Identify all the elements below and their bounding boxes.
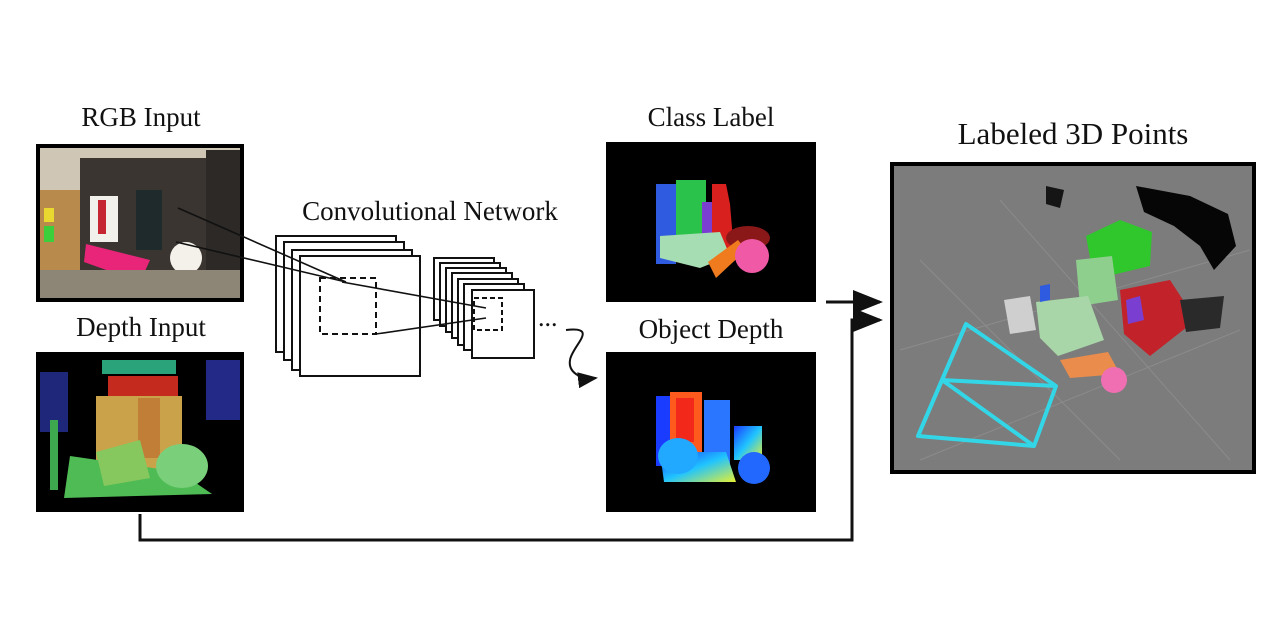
projection-lines bbox=[175, 207, 487, 335]
ellipsis-text: ... bbox=[538, 303, 558, 332]
conv-net-label: Convolutional Network bbox=[302, 196, 558, 226]
depth-input-label: Depth Input bbox=[76, 312, 206, 342]
object-depth-label: Object Depth bbox=[638, 314, 784, 344]
class-label-image bbox=[606, 142, 816, 302]
labeled-3d-points-view bbox=[890, 162, 1256, 474]
object-depth-image bbox=[606, 352, 816, 512]
rgb-input-label: RGB Input bbox=[81, 102, 201, 132]
rgb-input-image bbox=[36, 144, 244, 302]
squiggle-arrow bbox=[565, 328, 598, 389]
depth-input-path bbox=[138, 308, 883, 542]
conv-layer-stack-1 bbox=[275, 235, 421, 377]
labeled-3d-points-label: Labeled 3D Points bbox=[957, 116, 1189, 151]
conv-layer-stack-2 bbox=[433, 257, 535, 359]
receptive-field-1 bbox=[319, 277, 377, 335]
receptive-field-2 bbox=[473, 297, 503, 331]
class-label-label: Class Label bbox=[647, 102, 775, 132]
depth-input-image bbox=[36, 352, 244, 512]
camera-frustum-icon bbox=[916, 322, 1058, 448]
